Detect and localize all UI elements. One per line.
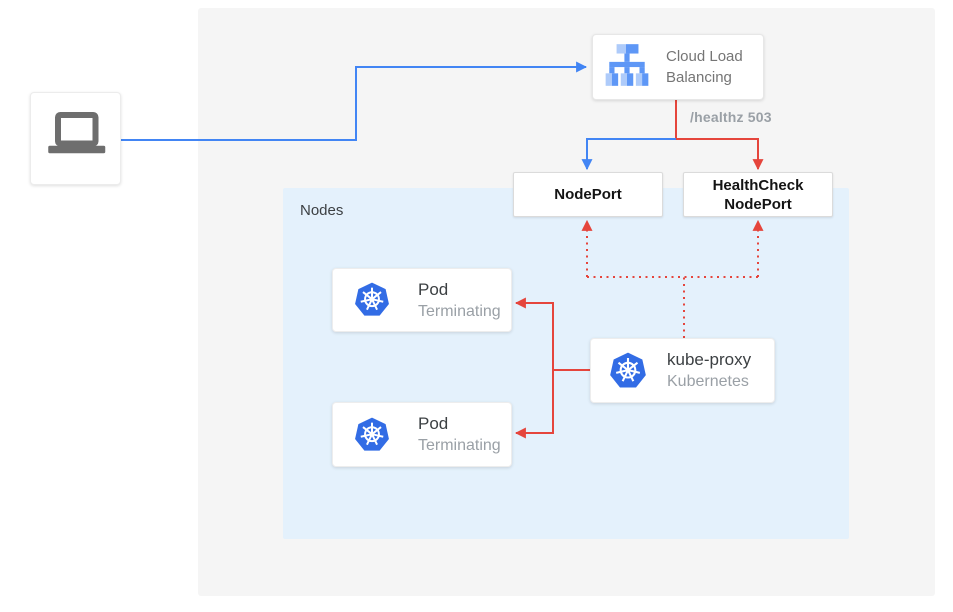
pod-node-2: Pod Terminating xyxy=(332,402,512,467)
kubernetes-icon xyxy=(608,351,648,391)
pod-title: Pod xyxy=(418,414,449,433)
healthcheck-nodeport-node: HealthCheck NodePort xyxy=(683,172,833,217)
kubernetes-icon xyxy=(353,281,391,319)
pod-text: Pod Terminating xyxy=(418,280,501,321)
cloud-load-balancing-icon xyxy=(602,40,652,95)
pod-title: Pod xyxy=(418,279,449,299)
nodeport-node: NodePort xyxy=(513,172,663,217)
kube-proxy-node: kube-proxy Kubernetes xyxy=(590,338,775,403)
kube-proxy-title: kube-proxy xyxy=(667,350,752,369)
kube-proxy-text: kube-proxy Kubernetes xyxy=(667,350,751,391)
cloud-load-balancing-node: Cloud Load Balancing xyxy=(592,34,764,100)
pod-text: Pod Terminating xyxy=(418,414,501,455)
pod-status: Terminating xyxy=(418,302,501,320)
nodes-panel-label: Nodes xyxy=(300,202,344,219)
client-node xyxy=(30,92,121,185)
kube-proxy-subtitle: Kubernetes xyxy=(667,373,749,390)
healthz-label: /healthz 503 xyxy=(690,109,772,125)
nodeport-label: NodePort xyxy=(554,186,622,203)
healthcheck-nodeport-label: HealthCheck NodePort xyxy=(712,176,804,213)
cloud-load-balancing-label: Cloud Load Balancing xyxy=(666,48,743,86)
kubernetes-icon xyxy=(353,416,391,454)
pod-node-1: Pod Terminating xyxy=(332,268,512,332)
laptop-icon xyxy=(47,111,105,153)
pod-status: Terminating xyxy=(418,437,501,454)
